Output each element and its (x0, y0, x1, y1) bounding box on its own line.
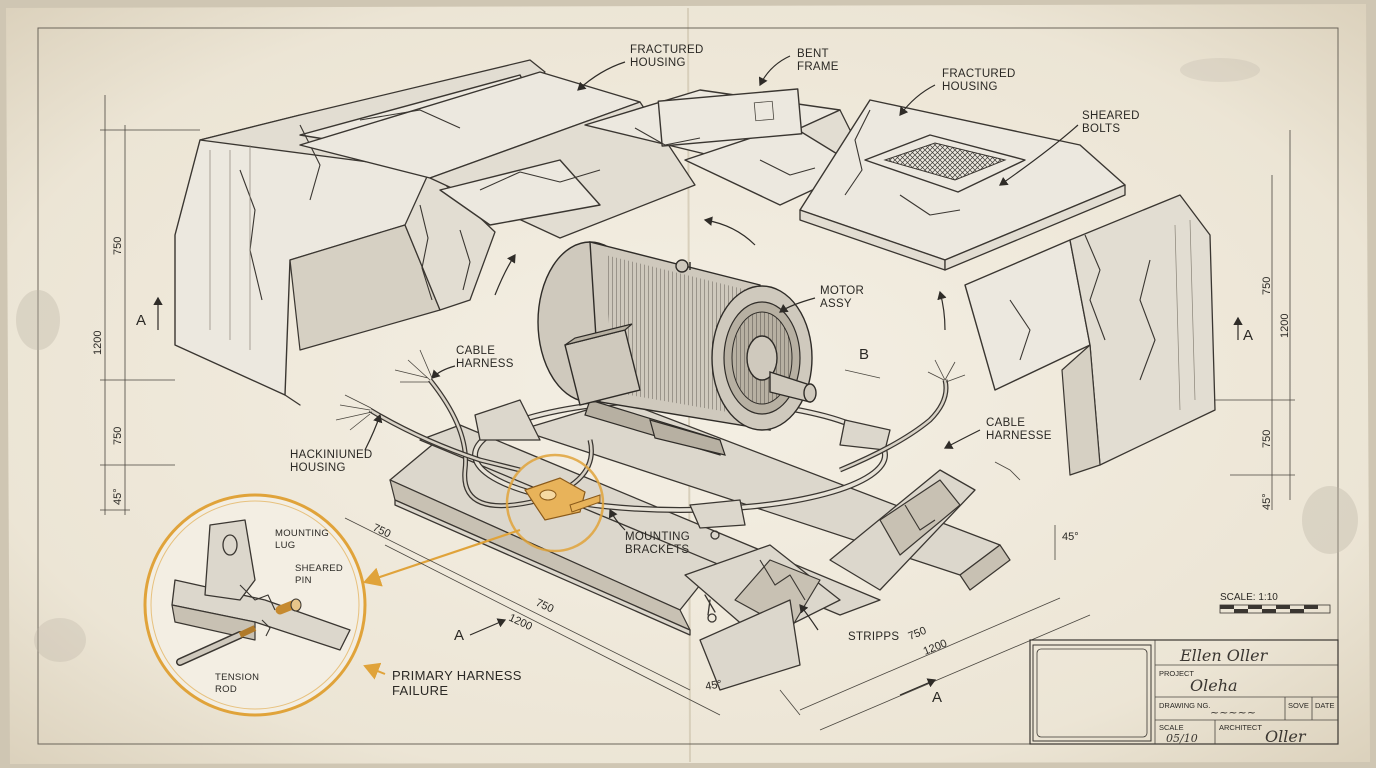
dim-base-45: 45° (704, 678, 722, 693)
dim-left-750-bottom: 750 (112, 427, 124, 445)
dimension-lines (100, 55, 1295, 731)
smudge (1302, 486, 1358, 554)
title-sove-label: SOVE (1288, 701, 1309, 710)
smudge (1180, 58, 1260, 82)
dim-left-45: 45° (112, 488, 124, 505)
title-project-label: PROJECT (1159, 669, 1194, 678)
smudge (16, 290, 60, 350)
housing-top-right (799, 99, 1126, 271)
housing-right (964, 194, 1216, 476)
title-signature-top: Ellen Oller (1179, 646, 1269, 665)
dim-right-750-top: 750 (1261, 277, 1273, 295)
section-a-right: A (1243, 327, 1253, 344)
callout-leader (362, 528, 521, 587)
smudge (34, 618, 86, 662)
scale-bar-label: SCALE: 1:10 (1220, 592, 1278, 603)
title-scale-value: 05/10 (1166, 732, 1198, 745)
primary-failure-arrow (363, 662, 386, 680)
title-block: Ellen Oller PROJECT Oleha DRAWING NG. ~~… (1029, 639, 1339, 746)
title-scale-label: SCALE (1159, 723, 1184, 732)
section-b: B (859, 346, 869, 363)
dim-left-1200: 1200 (92, 331, 104, 355)
title-date-label: DATE (1315, 701, 1334, 710)
title-project-signature: Oleha (1190, 676, 1238, 695)
motor-assembly (537, 241, 817, 456)
section-a-bottom-left: A (454, 627, 464, 644)
dim-right-45: 45° (1261, 493, 1273, 510)
section-a-left: A (136, 312, 146, 329)
title-drawing-no-label: DRAWING NG. (1159, 701, 1210, 710)
section-a-bottom-right: A (932, 689, 942, 706)
scale-bar: SCALE: 1:10 (1219, 592, 1331, 614)
title-architect-label: ARCHITECT (1219, 723, 1262, 732)
cables (335, 349, 1021, 509)
title-drawing-no-scribble: ~~~~~ (1210, 706, 1256, 719)
failure-point (505, 453, 605, 553)
detail-callout (143, 493, 367, 717)
base-frame (389, 399, 1011, 691)
title-architect-signature: Oller (1265, 727, 1307, 746)
dim-right-750-bottom: 750 (1261, 430, 1273, 448)
dim-left-750-top: 750 (112, 237, 124, 255)
section-markers: A A A A B (136, 312, 1253, 706)
drawing-border (37, 27, 1339, 745)
dim-mid-45: 45° (1062, 531, 1079, 543)
dim-right-1200: 1200 (1279, 314, 1291, 338)
label-stripps: STRIPPS (848, 631, 899, 643)
